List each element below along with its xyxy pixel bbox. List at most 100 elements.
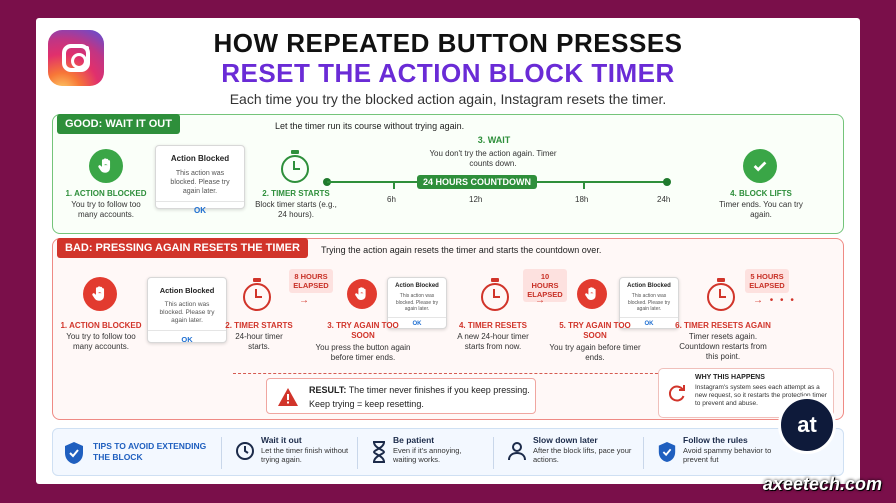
tips-separator: [221, 437, 222, 469]
result-text: The timer never finishes if you keep pre…: [348, 385, 530, 395]
tick-label-18h: 18h: [575, 195, 589, 204]
dialog-message: This action was blocked. Please try agai…: [170, 170, 230, 195]
good-step4-label: 4. BLOCK LIFTS: [730, 189, 792, 198]
good-step4-desc: Timer ends. You can try again.: [719, 200, 803, 219]
bad-step6-label: 6. TIMER RESETS AGAIN: [675, 321, 771, 330]
good-dialog: Action Blocked This action was blocked. …: [155, 145, 245, 215]
bad-step3-label: 3. TRY AGAIN TOO SOON: [327, 321, 399, 340]
good-tag: GOOD: WAIT IT OUT: [57, 114, 180, 134]
title-line-1: HOW REPEATED BUTTON PRESSES: [213, 28, 683, 58]
bad-tag: BAD: PRESSING AGAIN RESETS THE TIMER: [57, 238, 308, 258]
bad-step6-desc: Timer resets again. Countdown restarts f…: [679, 332, 767, 361]
good-note: Let the timer run its course without try…: [275, 121, 465, 131]
checkmark-icon: [743, 149, 777, 183]
elapsed-badge-1: 8 HOURS ELAPSED: [289, 269, 333, 293]
bad-dialog-2: Action Blocked This action was blocked. …: [387, 277, 447, 329]
elapsed-badge-2: 10 HOURS ELAPSED: [523, 269, 567, 302]
timeline-end-dot: [663, 178, 671, 186]
tick-18h: [583, 183, 585, 189]
bad-step1-label: 1. ACTION BLOCKED: [60, 321, 142, 330]
bad-step2-label: 2. TIMER STARTS: [225, 321, 293, 330]
stopwatch-icon: [481, 278, 509, 311]
dialog-message: This action was blocked. Please try agai…: [159, 301, 215, 324]
bracket-line: [233, 373, 673, 374]
tips-bar: TIPS TO AVOID EXTENDING THE BLOCK Wait i…: [52, 428, 844, 476]
tip-text: Avoid spammy behavior to prevent fut: [683, 446, 772, 464]
hand-stop-icon: [89, 149, 123, 183]
tip-item-3: Slow down later After the block lifts, p…: [533, 435, 633, 464]
elapsed-badge-3: 5 HOURS ELAPSED: [745, 269, 789, 293]
clock-icon: [236, 442, 254, 460]
tick-label-24h: 24h: [657, 195, 671, 204]
brand-watermark: axeetech.com: [762, 474, 882, 494]
arrow-right-icon: →: [299, 295, 309, 306]
hand-stop-icon: [83, 277, 117, 311]
tip-item-4: Follow the rules Avoid spammy behavior t…: [683, 435, 783, 464]
dialog-ok-button[interactable]: OK: [156, 201, 244, 215]
stopwatch-icon: [707, 278, 735, 311]
bad-step3-desc: You press the button again before timer …: [315, 343, 411, 362]
bad-note: Trying the action again resets the timer…: [321, 245, 602, 255]
bad-dialog-3: Action Blocked This action was blocked. …: [619, 277, 679, 329]
tips-separator: [493, 437, 494, 469]
dialog-title: Action Blocked: [627, 283, 671, 289]
dialog-ok-button[interactable]: OK: [388, 316, 446, 327]
good-panel: GOOD: WAIT IT OUT Let the timer run its …: [52, 114, 844, 234]
tip-item-2: Be patient Even if it's annoying, waitin…: [393, 435, 483, 464]
dialog-ok-button[interactable]: OK: [148, 330, 226, 344]
dialog-title: Action Blocked: [170, 154, 230, 163]
why-title: WHY THIS HAPPENS: [695, 374, 765, 381]
tip-item-1: Wait it out Let the timer finish without…: [261, 435, 351, 464]
tip-title: Follow the rules: [683, 435, 748, 445]
bad-dialog-1: Action Blocked This action was blocked. …: [147, 277, 227, 344]
result-box: RESULT: The timer never finishes if you …: [266, 378, 536, 414]
bad-step4-desc: A new 24-hour timer starts from now.: [457, 332, 529, 351]
subtitle: Each time you try the blocked action aga…: [229, 91, 667, 107]
bad-step2-desc: 24-hour timer starts.: [235, 332, 283, 351]
shield-check-icon: [658, 442, 676, 462]
tip-title: Slow down later: [533, 435, 598, 445]
arrow-right-icon: →: [535, 295, 545, 306]
bad-step1-desc: You try to follow too many accounts.: [66, 332, 136, 351]
refresh-icon: [668, 385, 685, 402]
hand-stop-icon: [347, 279, 377, 309]
good-step2-label: 2. TIMER STARTS: [262, 189, 330, 198]
tick-6h: [393, 183, 395, 189]
bad-step5-label: 5. TRY AGAIN TOO SOON: [559, 321, 631, 340]
person-icon: [508, 442, 526, 461]
good-step1-desc: You try to follow too many accounts.: [71, 200, 141, 219]
tips-separator: [643, 437, 644, 469]
bad-step5-desc: You try again before timer ends.: [549, 343, 641, 362]
tip-title: Be patient: [393, 435, 435, 445]
tips-heading: TIPS TO AVOID EXTENDING THE BLOCK: [93, 441, 207, 462]
result-text-2: Keep trying = keep resetting.: [309, 399, 424, 409]
dialog-ok-button[interactable]: OK: [620, 316, 678, 327]
infographic-card: HOW REPEATED BUTTON PRESSES RESET THE AC…: [36, 18, 860, 484]
shield-icon: [65, 442, 83, 464]
dialog-title: Action Blocked: [395, 283, 439, 289]
instagram-logo-icon: [48, 30, 104, 86]
tips-separator: [357, 437, 358, 469]
tip-text: Let the timer finish without trying agai…: [261, 446, 349, 464]
dialog-message: This action was blocked. Please try agai…: [395, 293, 439, 312]
countdown-badge: 24 HOURS COUNTDOWN: [417, 175, 538, 189]
good-step2-desc: Block timer starts (e.g., 24 hours).: [255, 200, 337, 219]
tip-text: After the block lifts, pace your actions…: [533, 446, 632, 464]
stopwatch-icon: [243, 278, 271, 311]
hand-stop-icon: [577, 279, 607, 309]
result-label: RESULT:: [309, 385, 347, 395]
tip-title: Wait it out: [261, 435, 302, 445]
good-step3-label: 3. WAIT: [477, 135, 511, 145]
good-step1-label: 1. ACTION BLOCKED: [65, 189, 147, 198]
continuation-arrow-icon: → • • •: [753, 295, 796, 306]
tip-text: Even if it's annoying, waiting works.: [393, 446, 462, 464]
tick-label-12h: 12h: [469, 195, 483, 204]
stopwatch-icon: [281, 150, 309, 183]
why-text: Instagram's system sees each attempt as …: [695, 384, 827, 407]
dialog-message: This action was blocked. Please try agai…: [627, 293, 671, 312]
warning-icon: [278, 388, 298, 406]
dialog-title: Action Blocked: [159, 286, 215, 295]
title-line-2: RESET THE ACTION BLOCK TIMER: [221, 58, 675, 88]
tick-label-6h: 6h: [387, 195, 396, 204]
brand-logo-icon: at: [778, 396, 836, 454]
